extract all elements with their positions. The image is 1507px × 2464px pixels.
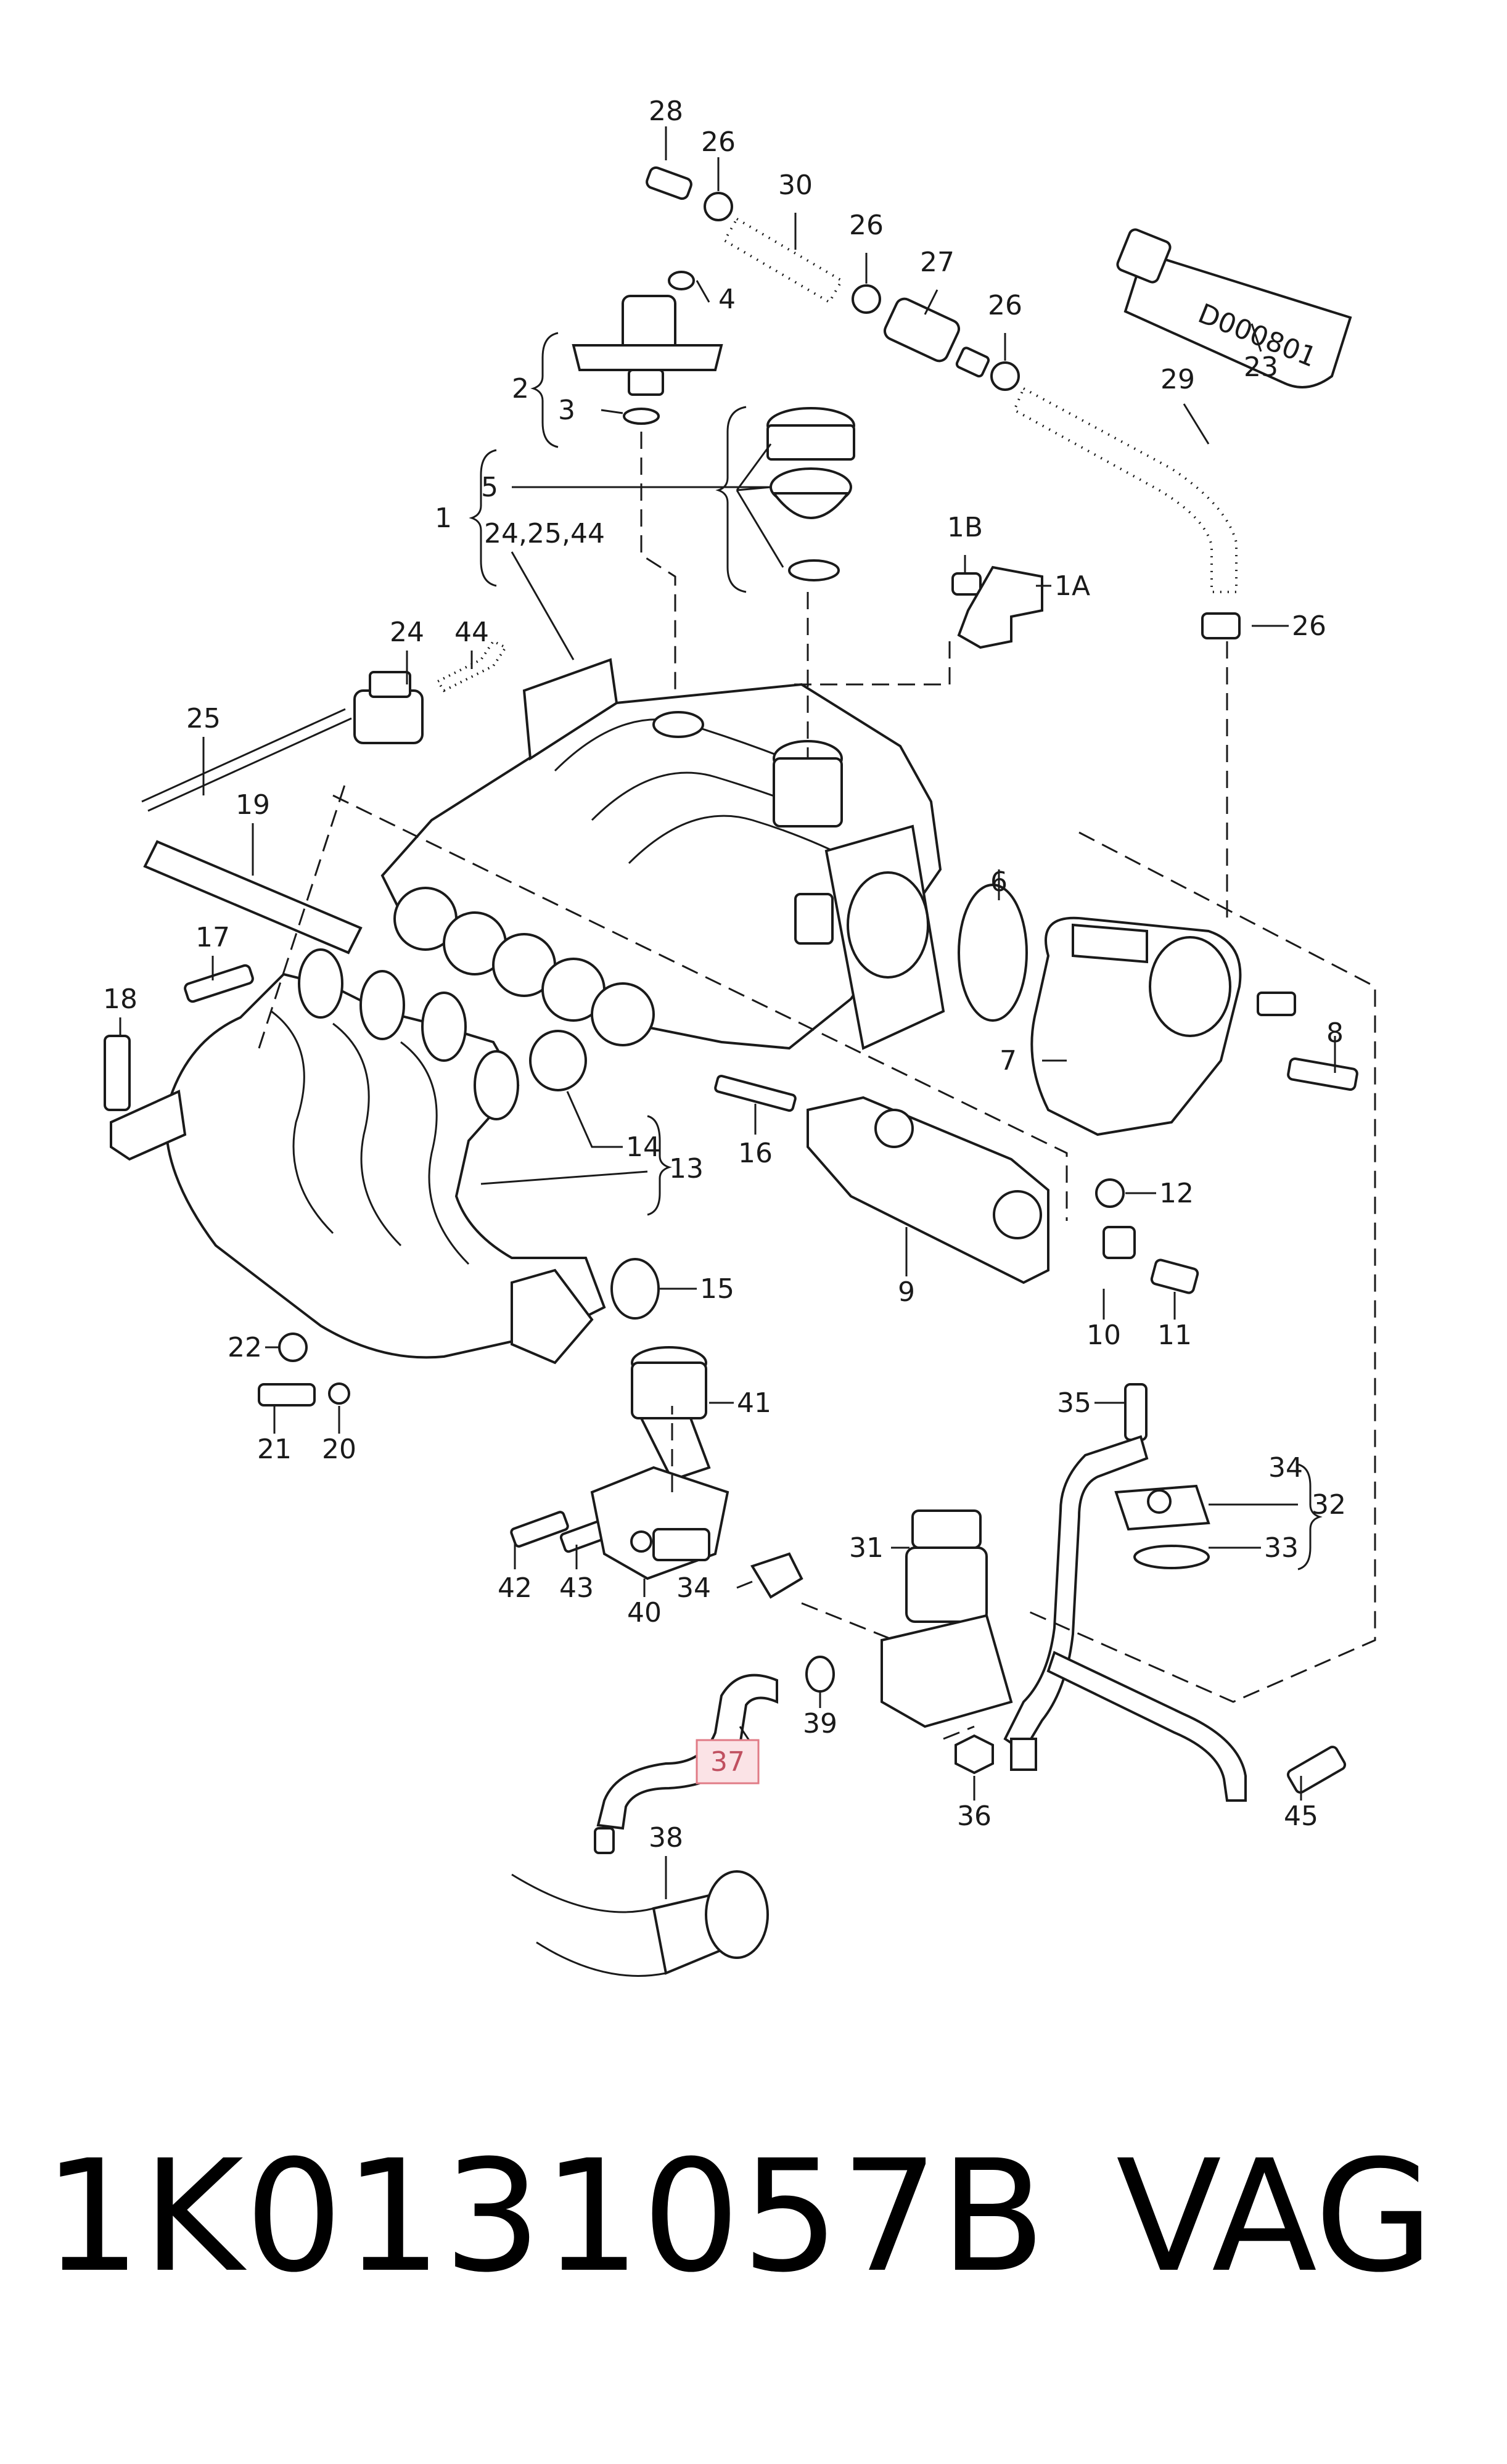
- egr-valve-31: [881, 1509, 1013, 1728]
- callout-label: 28: [649, 96, 683, 127]
- callout-label: 21: [257, 1434, 292, 1465]
- callout-label: 26: [1292, 610, 1326, 642]
- callout-label: 31: [849, 1532, 884, 1564]
- callout-label: 13: [669, 1153, 704, 1185]
- throttle-gasket: [958, 884, 1028, 1022]
- callout-label: 42: [498, 1572, 532, 1604]
- support-bracket: [807, 1096, 1049, 1284]
- flange-gasket: [610, 1258, 660, 1320]
- callout-label: 1: [435, 503, 452, 534]
- callout-label: 6: [990, 866, 1008, 898]
- callout-label: 19: [236, 789, 270, 821]
- seal-ring: [529, 1030, 587, 1091]
- callout-label: 41: [737, 1387, 771, 1419]
- callout-label: 5: [481, 472, 498, 503]
- sensor-assembly: [572, 271, 723, 425]
- callout-label: 9: [898, 1276, 915, 1308]
- coolant-pipe: [511, 1870, 769, 1977]
- callout-label: 24,25,44: [484, 518, 605, 549]
- callout-label: 30: [778, 170, 813, 201]
- callout-label: 4: [718, 284, 736, 315]
- callout-label: 40: [627, 1597, 662, 1628]
- callout-label: 34: [676, 1572, 711, 1604]
- callout-label: 1A: [1054, 570, 1090, 602]
- callout-label: 22: [228, 1332, 262, 1363]
- callout-label: 39: [803, 1708, 837, 1739]
- callout-label: 15: [700, 1273, 734, 1305]
- grouping-braces: [469, 332, 1323, 1571]
- egr-valve-41: [631, 1346, 711, 1482]
- intake-manifold: [380, 658, 945, 1050]
- callout-label: 7: [1000, 1045, 1017, 1077]
- callout-label: 23: [1244, 351, 1278, 383]
- throttle-body: [1030, 916, 1358, 1136]
- callout-label: 29: [1160, 364, 1195, 395]
- callout-label: 26: [701, 126, 736, 158]
- callout-label: 45: [1284, 1801, 1318, 1832]
- callout-label: 14: [626, 1131, 660, 1163]
- callout-label: 12: [1159, 1178, 1194, 1209]
- callout-label: 33: [1264, 1532, 1299, 1564]
- sealant-tube: D000801: [1116, 228, 1352, 388]
- leader-lines: [119, 126, 1336, 1899]
- callout-label: 26: [988, 290, 1022, 321]
- lower-manifold: [110, 948, 606, 1365]
- callout-label: 38: [649, 1822, 683, 1854]
- brand-name: VAG: [1116, 2127, 1434, 2306]
- callout-label: 3: [558, 395, 575, 426]
- callout-label: 34: [1268, 1452, 1303, 1484]
- gasket-strip: [143, 840, 363, 955]
- bracket-assembly: [951, 565, 1043, 649]
- part-number: 1K0131057B: [43, 2127, 1047, 2306]
- callout-label: 18: [103, 984, 138, 1015]
- callout-labels: 28 26 30 26 27 26 4 2 3 5 1 24,25,44 1B …: [103, 96, 1346, 1854]
- callout-label: 8: [1326, 1017, 1344, 1049]
- highlight-box: [696, 1739, 760, 1784]
- vent-hose-assembly: [646, 166, 1241, 639]
- callout-label: 44: [454, 617, 489, 648]
- callout-label: 2: [512, 373, 529, 405]
- callout-label: 36: [957, 1801, 992, 1832]
- callout-label: 35: [1057, 1387, 1091, 1419]
- callout-label: 26: [849, 210, 884, 241]
- dashed-boundaries: [258, 432, 1376, 1740]
- filler-cap-assembly: [766, 407, 855, 581]
- egr-flange-40: [590, 1466, 803, 1599]
- callout-label: 17: [195, 922, 230, 953]
- callout-label: 1B: [947, 512, 983, 543]
- callout-label: 16: [738, 1138, 773, 1169]
- callout-label: 10: [1086, 1320, 1121, 1351]
- callout-label: 27: [920, 247, 955, 278]
- callout-label: 24: [390, 617, 424, 648]
- callout-label: 32: [1312, 1489, 1346, 1521]
- callout-label: 11: [1157, 1320, 1192, 1351]
- callout-label: 43: [559, 1572, 594, 1604]
- egr-pipe: [1003, 1435, 1247, 1802]
- callout-label: 25: [186, 703, 221, 734]
- callout-label: 20: [322, 1434, 356, 1465]
- callout-label-highlighted: 37: [710, 1746, 745, 1778]
